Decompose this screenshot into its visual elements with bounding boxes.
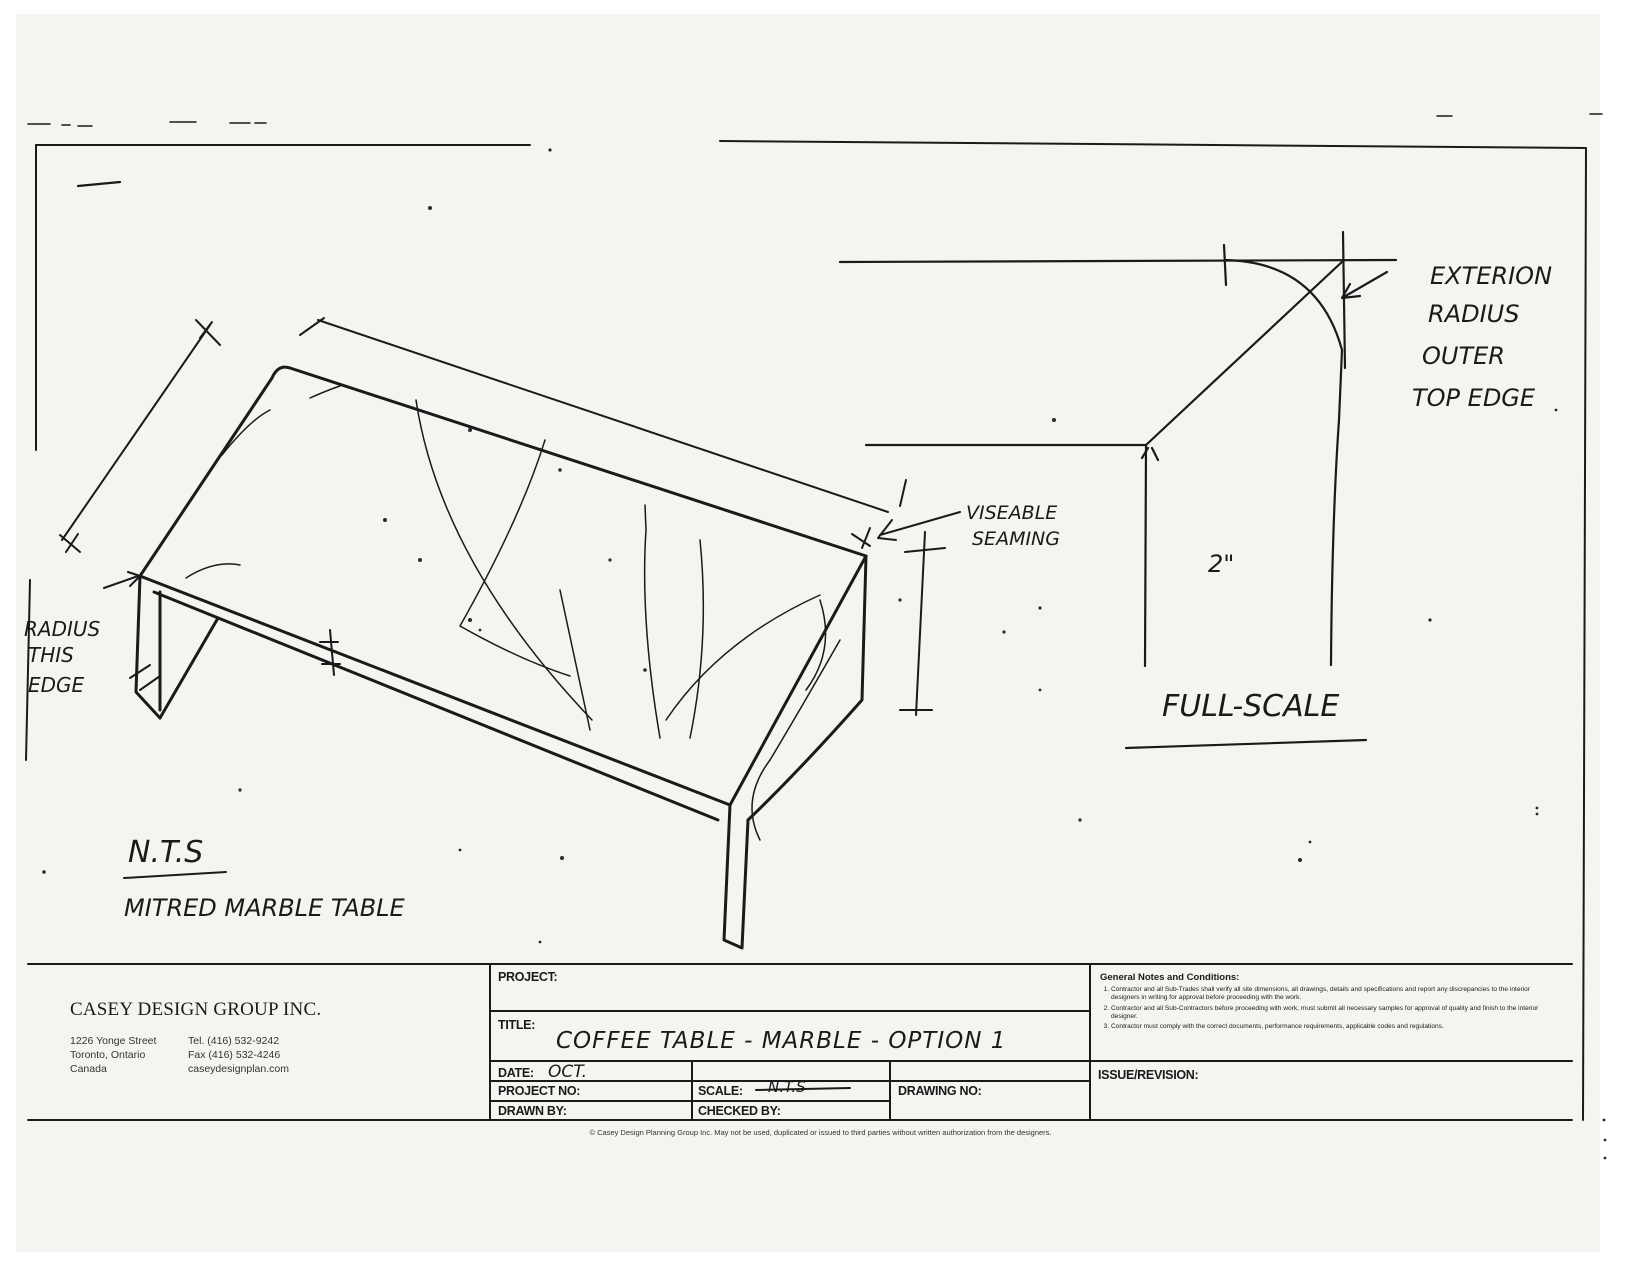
website-line: caseydesignplan.com [188,1063,289,1075]
exterior-radius-line-4: TOP EDGE [1412,384,1536,412]
notes-heading: General Notes and Conditions: [1100,972,1240,983]
seaming-arrow [851,479,961,549]
exterior-radius-line-3: OUTER [1422,342,1505,370]
scan-border-top [27,113,1603,127]
company-address: 1226 Yonge Street Toronto, Ontario Canad… [70,1034,156,1076]
company-name: CASEY DESIGN GROUP INC. [70,999,322,1020]
exterior-radius-note: EXTERION RADIUS OUTER TOP EDGE [1412,262,1552,412]
checked-by-label: CHECKED BY: [698,1104,781,1118]
seaming-line-1: VISEABLE [966,502,1057,524]
table-caption: MITRED MARBLE TABLE [124,894,406,922]
drawn-by-label: DRAWN BY: [498,1104,567,1118]
company-contact: Tel. (416) 532-9242 Fax (416) 532-4246 c… [188,1034,289,1076]
note-item: Contractor and all Sub-Contractors befor… [1111,1005,1555,1022]
radius-edge-line-3: EDGE [28,673,85,697]
full-scale-dimension: 2" [1208,550,1234,578]
title-value: COFFEE TABLE - MARBLE - OPTION 1 [556,1028,1007,1054]
exterior-radius-line-2: RADIUS [1428,300,1519,328]
title-block-grid [27,963,1573,1121]
seaming-note: VISEABLE SEAMING [966,502,1060,550]
seaming-line-2: SEAMING [972,528,1060,550]
issue-revision-label: ISSUE/REVISION: [1098,1068,1199,1082]
project-label: PROJECT: [498,970,558,984]
scale-label: SCALE: [698,1084,743,1098]
phone-line: Tel. (416) 532-9242 [188,1035,280,1047]
date-value: OCT. [548,1062,588,1082]
exterior-radius-line-1: EXTERION [1430,262,1552,290]
radius-edge-note: RADIUS THIS EDGE [24,617,101,697]
fax-line: Fax (416) 532-4246 [188,1049,281,1061]
copyright-notice: © Casey Design Planning Group Inc. May n… [589,1128,1052,1137]
radius-edge-line-2: THIS [28,643,74,667]
address-line: Canada [70,1063,107,1075]
project-no-label: PROJECT NO: [498,1084,581,1098]
scale-value: N.T.S [768,1078,806,1096]
nts-label: N.T.S [128,835,203,870]
table-dimensions [59,317,946,716]
note-item: Contractor and all Sub-Trades shall veri… [1111,986,1555,1003]
title-label: TITLE: [498,1018,536,1032]
drawing-sheet [16,14,1600,1252]
radius-edge-arrow [103,571,141,589]
note-item: Contractor must comply with the correct … [1111,1023,1555,1031]
drawing-no-label: DRAWING NO: [898,1084,982,1098]
scan-speckles [42,148,1607,1160]
nts-underline [123,871,227,879]
table-sketch [134,365,868,950]
address-line: 1226 Yonge Street [70,1035,157,1047]
corner-detail [838,230,1398,750]
drawing-frame [25,140,1587,1121]
full-scale-label: FULL-SCALE [1162,689,1339,724]
surface-strokes [185,385,841,841]
radius-edge-line-1: RADIUS [24,617,101,641]
general-notes: General Notes and Conditions: Contractor… [1100,972,1555,1033]
frame-tick [76,180,122,188]
address-line: Toronto, Ontario [70,1049,146,1061]
date-label: DATE: [498,1066,534,1080]
